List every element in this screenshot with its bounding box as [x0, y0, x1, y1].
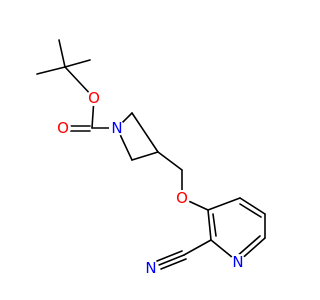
bond-nitrile-triple-c	[160, 258, 187, 270]
bond-pyridine-c4-c5	[239, 197, 266, 215]
bond-pyridine-c2-c3	[207, 209, 212, 241]
bond-tbu-methyl-left	[36, 66, 66, 75]
ether-oxygen-label: O	[176, 189, 188, 207]
carbonyl-oxygen-label: O	[57, 119, 69, 137]
bond-pyridine-c3-c4	[207, 197, 241, 211]
bond-pyridine-c6-n1-double	[235, 235, 261, 258]
atom-label-layer: O O N O N N	[55, 89, 246, 277]
atom-pyridine-nitrogen: N	[230, 253, 246, 271]
bond-tbu-methyl-right	[64, 59, 91, 68]
bond-nitrile-triple-a	[158, 254, 185, 266]
atom-ether-oxygen: O	[174, 189, 190, 207]
bond-pyridine-c2-c3-double	[212, 213, 217, 237]
atom-ester-oxygen: O	[86, 89, 102, 107]
atom-carbonyl-oxygen: O	[55, 119, 71, 137]
bond-azetidine-c3-to-c4	[131, 151, 159, 161]
bond-layer	[36, 39, 266, 270]
nitrile-nitrogen-label: N	[145, 259, 156, 277]
azetidine-nitrogen-label: N	[111, 119, 122, 137]
bond-c3-to-methylene	[157, 151, 183, 171]
atom-nitrile-nitrogen: N	[143, 259, 159, 277]
bond-nitrile-triple-b	[156, 250, 183, 262]
atom-azetidine-nitrogen: N	[109, 119, 125, 137]
bond-pyridine-to-nitrile-carbon	[183, 239, 212, 256]
ester-oxygen-label: O	[88, 89, 100, 107]
molecule-diagram: O O N O N N	[36, 39, 266, 277]
bond-pyridine-c4-c5-double	[239, 203, 262, 218]
bond-tbu-methyl-top	[58, 39, 66, 68]
bond-azetidine-c2-to-c3	[131, 112, 159, 153]
pyridine-nitrogen-label: N	[232, 253, 243, 271]
